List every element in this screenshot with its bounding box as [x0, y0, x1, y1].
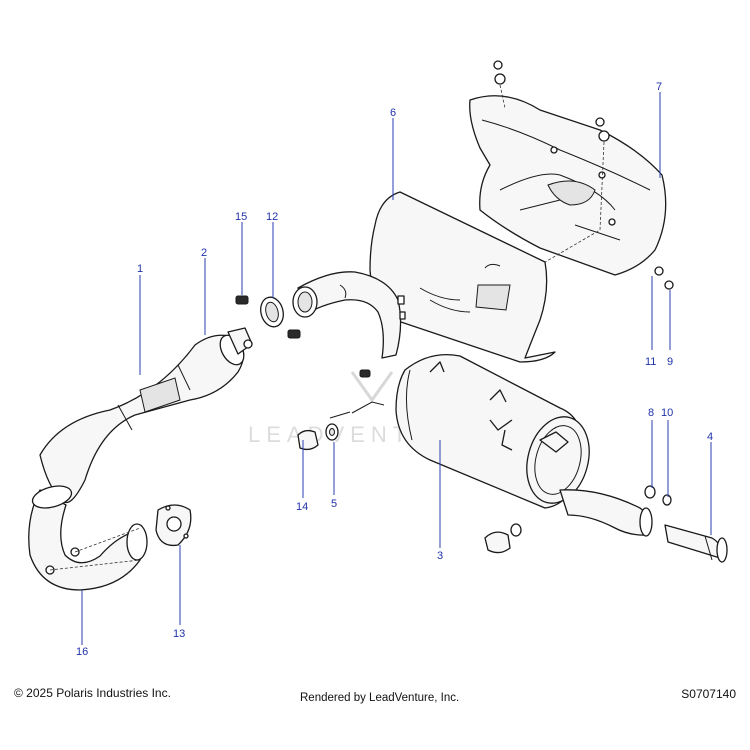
- part-mid-pipe[interactable]: [292, 271, 402, 359]
- part-front-pipe[interactable]: [39, 327, 253, 504]
- callout-12[interactable]: 12: [266, 211, 278, 223]
- exhaust-parts-diagram: LEADVENTURE: [28, 60, 728, 658]
- callout-8[interactable]: 8: [648, 407, 654, 419]
- diagram-code: S0707140: [681, 687, 736, 701]
- callout-9[interactable]: 9: [667, 356, 673, 368]
- part-heat-shield-front[interactable]: [369, 191, 556, 363]
- part-shield-bolts[interactable]: [493, 60, 610, 266]
- part-end-cap[interactable]: [664, 524, 728, 563]
- callout-6[interactable]: 6: [390, 107, 396, 119]
- part-heat-shield-rear[interactable]: [469, 95, 667, 276]
- callout-11[interactable]: 11: [645, 356, 656, 368]
- part-lower-elbow[interactable]: [28, 482, 148, 591]
- part-flange-gasket[interactable]: [155, 504, 192, 547]
- part-clamp[interactable]: [257, 295, 286, 330]
- copyright-text: © 2025 Polaris Industries Inc.: [14, 686, 171, 700]
- callout-2[interactable]: 2: [201, 247, 207, 259]
- leader-lines: [81, 92, 712, 645]
- callout-3[interactable]: 3: [437, 550, 443, 562]
- callout-7[interactable]: 7: [656, 81, 662, 93]
- callout-10[interactable]: 10: [661, 407, 673, 419]
- rendered-by-text: Rendered by LeadVenture, Inc.: [300, 692, 460, 704]
- callout-1[interactable]: 1: [137, 263, 143, 275]
- part-springs[interactable]: [235, 295, 406, 378]
- part-muffler[interactable]: [329, 353, 653, 537]
- callout-14[interactable]: 14: [296, 501, 308, 513]
- callout-5[interactable]: 5: [331, 498, 337, 510]
- part-grommets[interactable]: [297, 423, 522, 554]
- callout-labels: 1 2 3 4 5 6 7 8 9 10 11 12 13 14 15 16: [76, 81, 713, 658]
- callout-15[interactable]: 15: [235, 211, 247, 223]
- callout-13[interactable]: 13: [173, 628, 185, 640]
- callout-4[interactable]: 4: [707, 431, 713, 443]
- callout-16[interactable]: 16: [76, 646, 88, 658]
- part-nuts[interactable]: [644, 266, 674, 506]
